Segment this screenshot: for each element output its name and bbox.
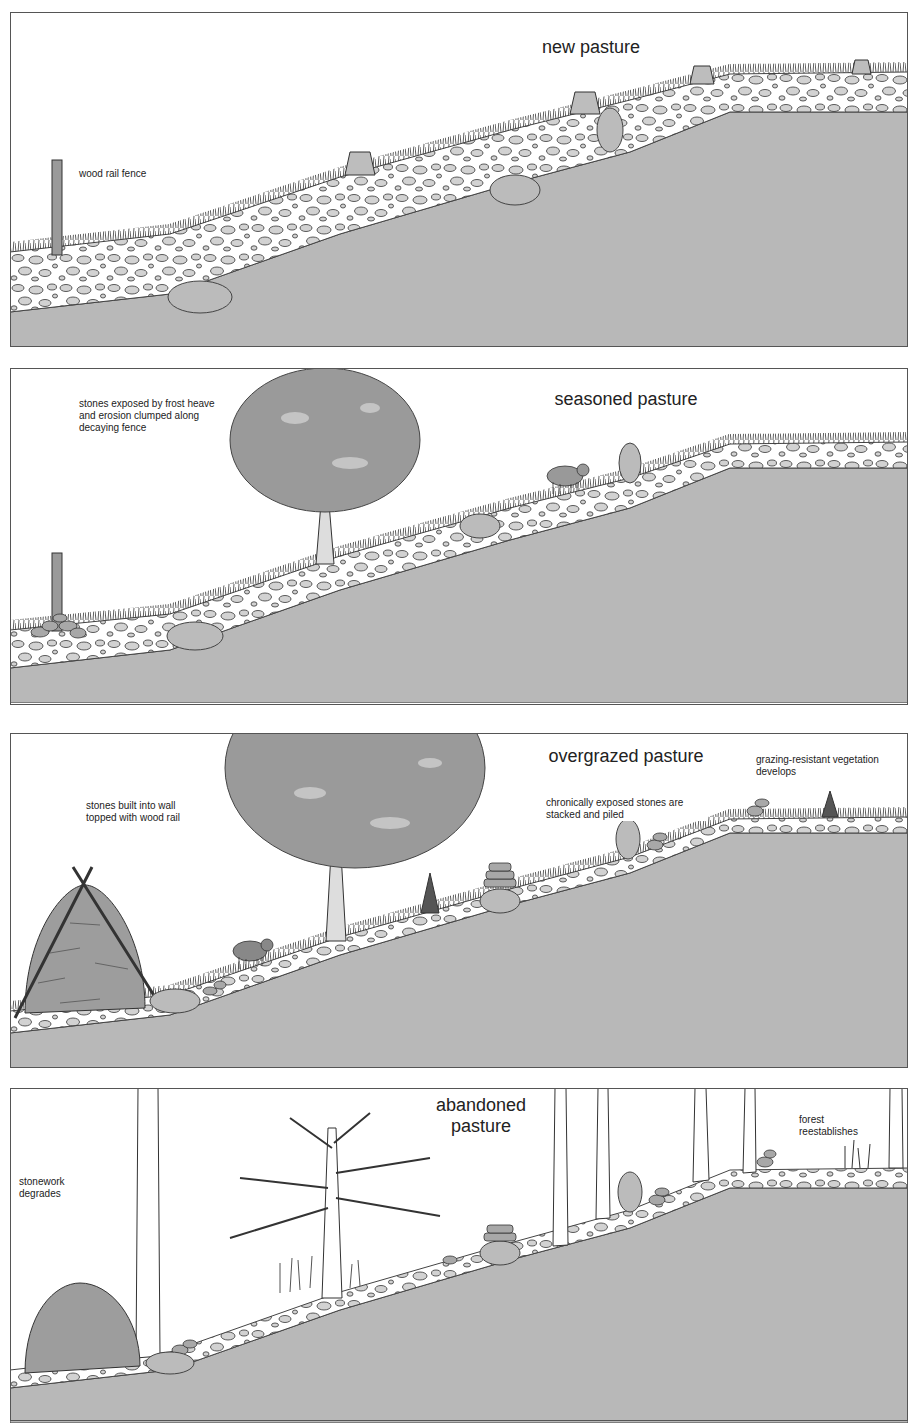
annotation-label: stonework degrades: [18, 1176, 92, 1200]
pasture-panel: overgrazed pasture: [10, 733, 908, 1068]
annotation-label: stones built into wall topped with wood …: [85, 800, 207, 824]
annotation-label: forest reestablishes: [798, 1114, 878, 1138]
panel-title: new pasture: [542, 37, 640, 58]
annotation-label: stones exposed by frost heave and erosio…: [78, 398, 230, 434]
panel-title: overgrazed pasture: [548, 746, 703, 767]
annotation-label: chronically exposed stones are stacked a…: [545, 797, 707, 821]
annotation-label: wood rail fence: [78, 168, 147, 180]
pasture-panel: abandoned pasture: [10, 1088, 908, 1421]
panel-title: seasoned pasture: [554, 389, 697, 410]
panel-title: abandoned pasture: [424, 1095, 539, 1136]
annotation-label: grazing-resistant vegetation develops: [755, 754, 887, 778]
